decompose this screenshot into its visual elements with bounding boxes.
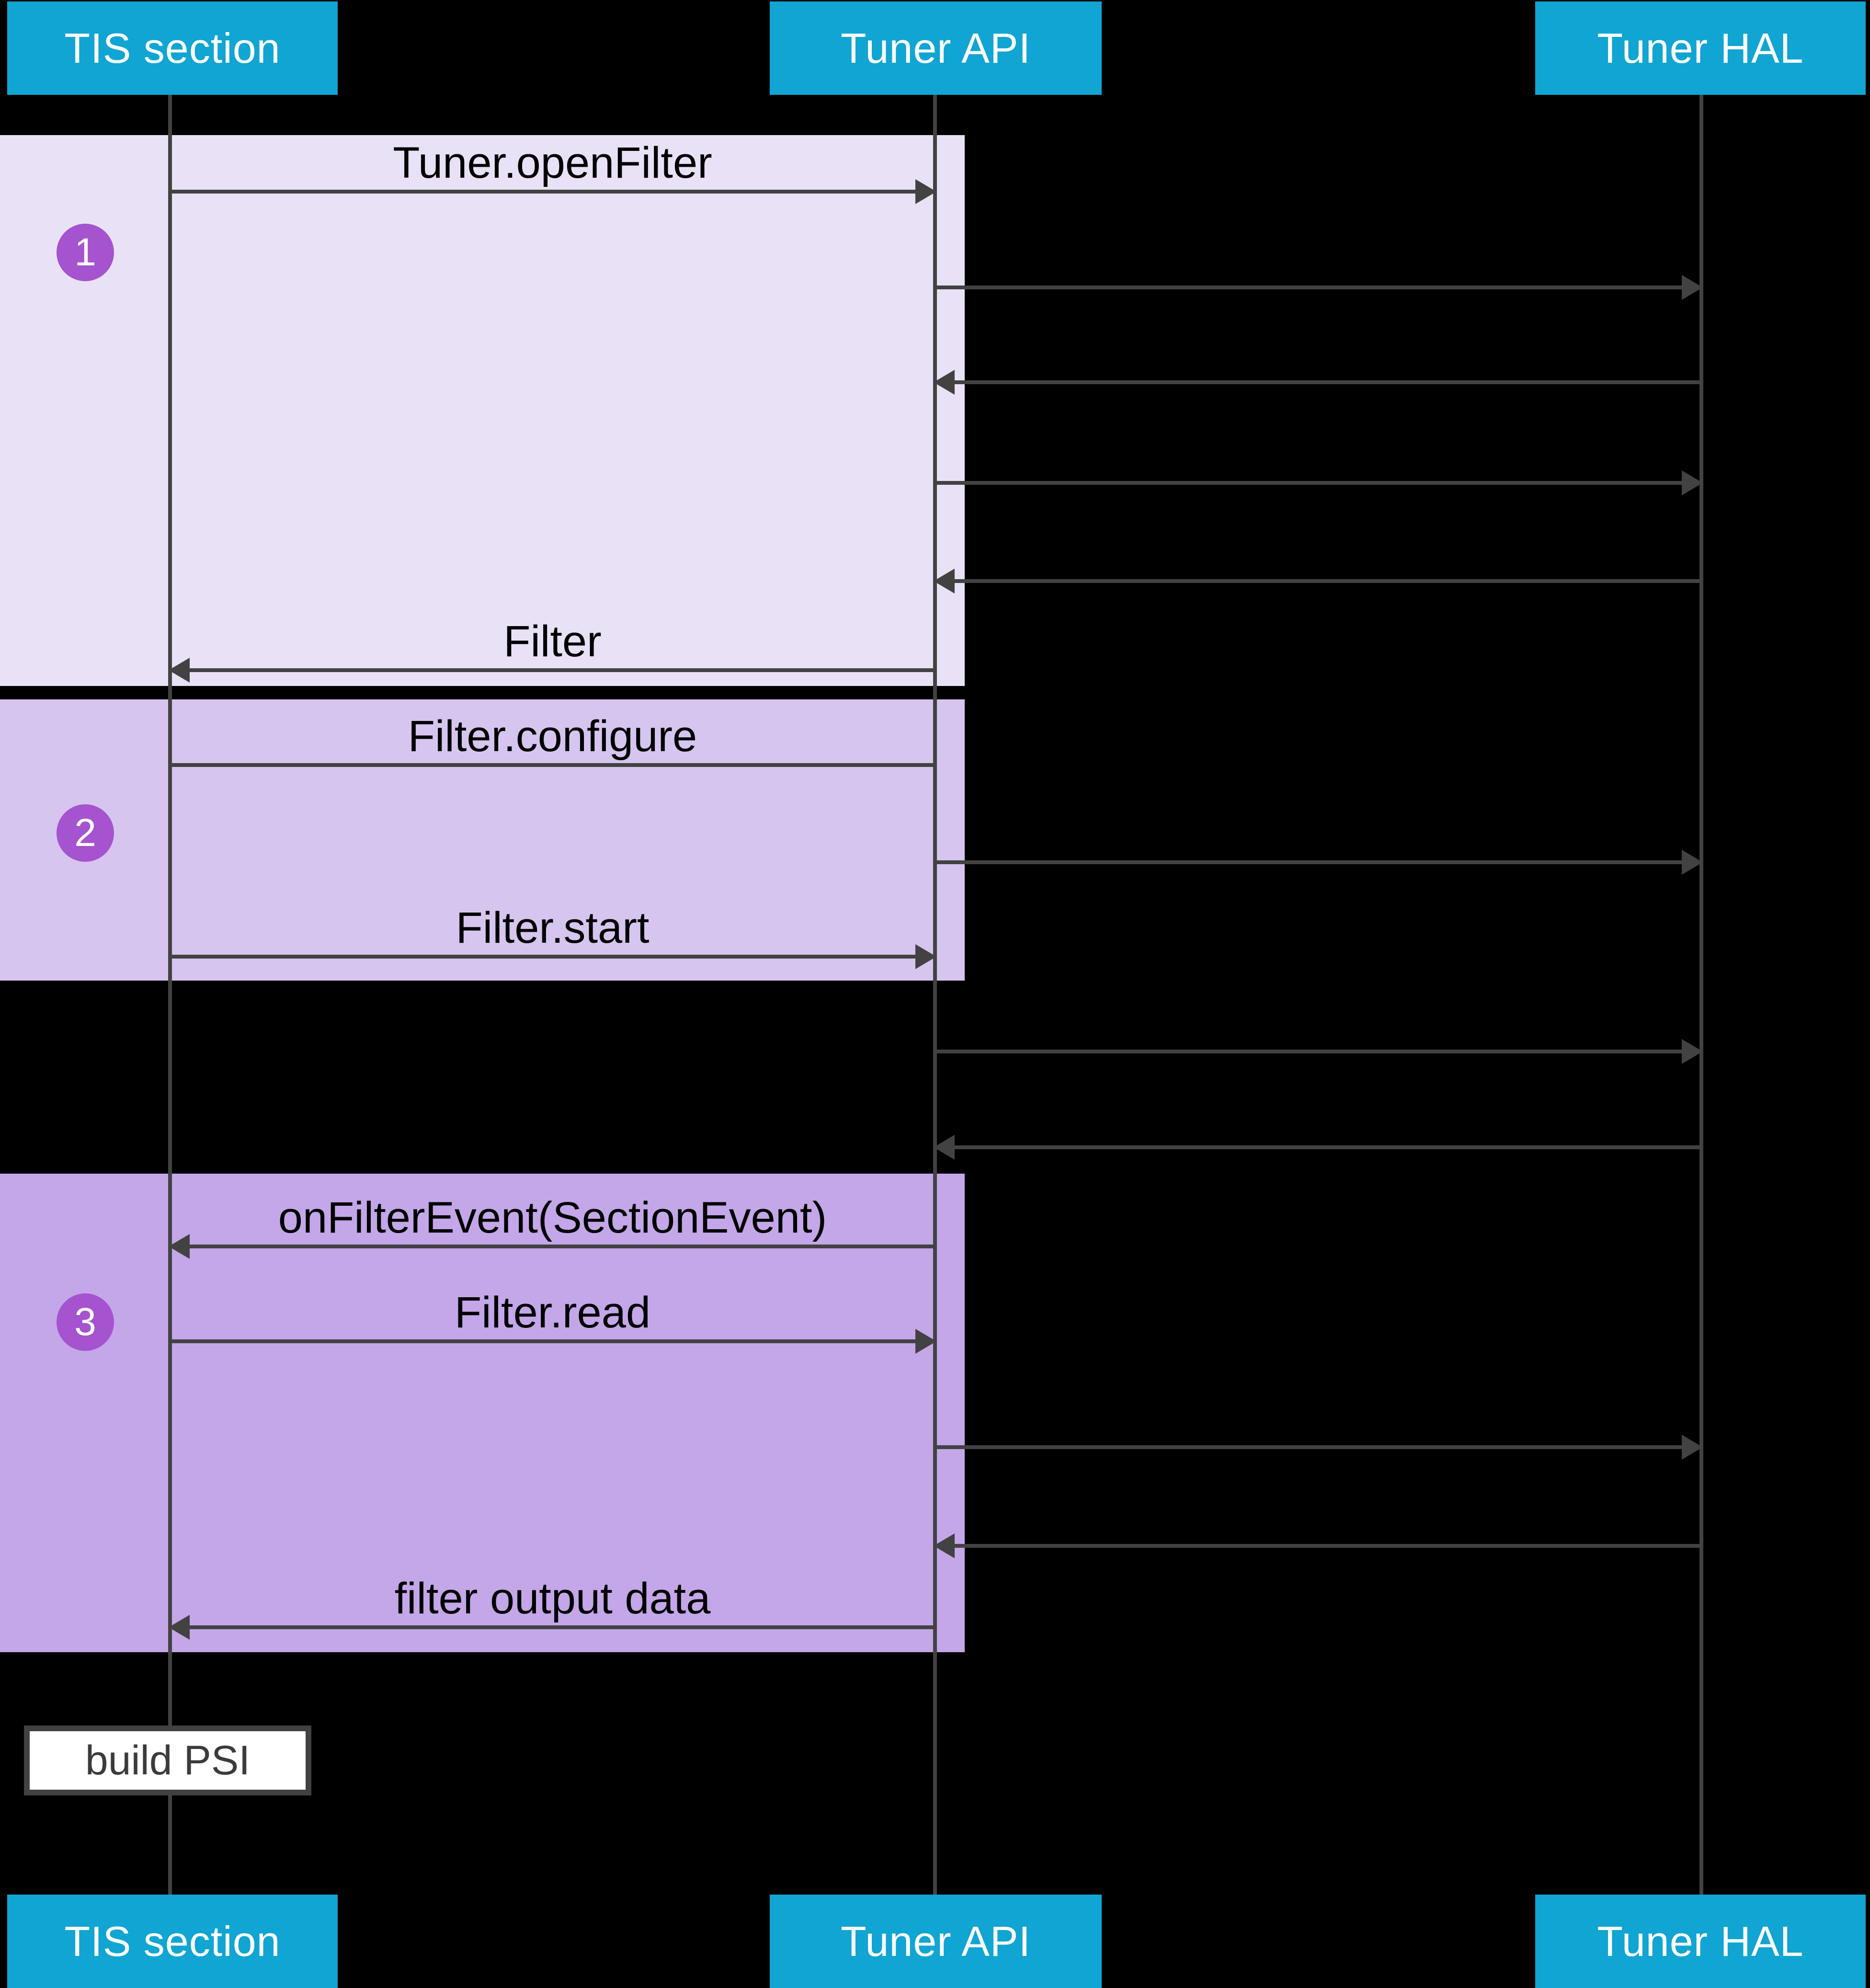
message-arrow-tuner-openfilter (170, 179, 936, 204)
step-2-badge: 2 (57, 804, 114, 862)
lifeline-api (933, 95, 937, 1895)
arrowhead-icon (1682, 470, 1703, 495)
arrowhead-icon (915, 1329, 936, 1354)
message-arrow-10 (934, 1135, 1701, 1160)
section-3-box (0, 1174, 965, 1652)
message-label: Filter.read (454, 1288, 651, 1337)
message-arrow-filter-output-data (169, 1615, 935, 1640)
message-arrow-2 (934, 370, 1701, 395)
lifeline-tis (168, 95, 172, 1895)
header-top-hal-label: Tuner HAL (1597, 24, 1804, 72)
message-arrow-filter-start (170, 944, 936, 969)
message-arrow-filter-read (170, 1329, 936, 1354)
message-arrow-7 (935, 850, 1703, 875)
header-bottom-api-label: Tuner API (840, 1917, 1031, 1965)
build-psi-note: build PSI (24, 1725, 311, 1795)
arrowhead-icon (1682, 850, 1703, 875)
header-top-tuner-api: Tuner API (770, 1, 1102, 95)
header-top-tis-label: TIS section (64, 24, 281, 72)
arrowhead-icon (169, 1234, 190, 1259)
header-bottom-tis-section: TIS section (7, 1895, 338, 1988)
message-arrow-filter (169, 658, 935, 683)
message-label: Filter (503, 617, 602, 666)
message-arrow-3 (935, 470, 1703, 495)
build-psi-note-label: build PSI (85, 1737, 251, 1783)
header-bottom-tis-label: TIS section (64, 1917, 281, 1965)
header-top-tuner-hal: Tuner HAL (1535, 1, 1866, 95)
message-label: Filter.start (456, 903, 650, 952)
arrowhead-icon (1682, 275, 1703, 300)
arrowhead-icon (1682, 1039, 1703, 1064)
step-3-badge: 3 (57, 1293, 114, 1351)
message-label: Filter.configure (408, 712, 697, 761)
message-arrow-4 (934, 569, 1701, 594)
message-arrow-1 (935, 275, 1703, 300)
message-label: Tuner.openFilter (393, 138, 712, 187)
header-bottom-tuner-hal: Tuner HAL (1535, 1895, 1866, 1988)
arrowhead-icon (915, 179, 936, 204)
arrowhead-icon (169, 1615, 190, 1640)
arrowhead-icon (1682, 1435, 1703, 1460)
arrowhead-icon (169, 658, 190, 683)
message-arrow-filter-configure (170, 763, 935, 767)
message-label: onFilterEvent(SectionEvent) (278, 1193, 827, 1242)
message-label: filter output data (394, 1574, 711, 1623)
arrowhead-icon (934, 1135, 955, 1160)
arrowhead-icon (915, 944, 936, 969)
header-bottom-tuner-api: Tuner API (770, 1895, 1102, 1988)
message-arrow-9 (935, 1039, 1703, 1064)
step-1-number: 1 (74, 230, 96, 274)
message-arrow-14 (934, 1533, 1701, 1558)
step-3-number: 3 (74, 1300, 96, 1344)
header-bottom-hal-label: Tuner HAL (1597, 1917, 1804, 1965)
step-2-number: 2 (74, 811, 96, 855)
message-arrow-13 (935, 1435, 1703, 1460)
header-top-tis-section: TIS section (7, 1, 338, 95)
step-1-badge: 1 (57, 224, 114, 281)
header-top-api-label: Tuner API (840, 24, 1031, 72)
section-1-box (0, 135, 965, 686)
message-arrow-onfilterevent-sectionevent- (169, 1234, 935, 1259)
arrowhead-icon (934, 569, 955, 594)
arrowhead-icon (934, 1533, 955, 1558)
lifeline-hal (1699, 95, 1703, 1895)
arrowhead-icon (934, 370, 955, 395)
section-2-box (0, 699, 965, 981)
